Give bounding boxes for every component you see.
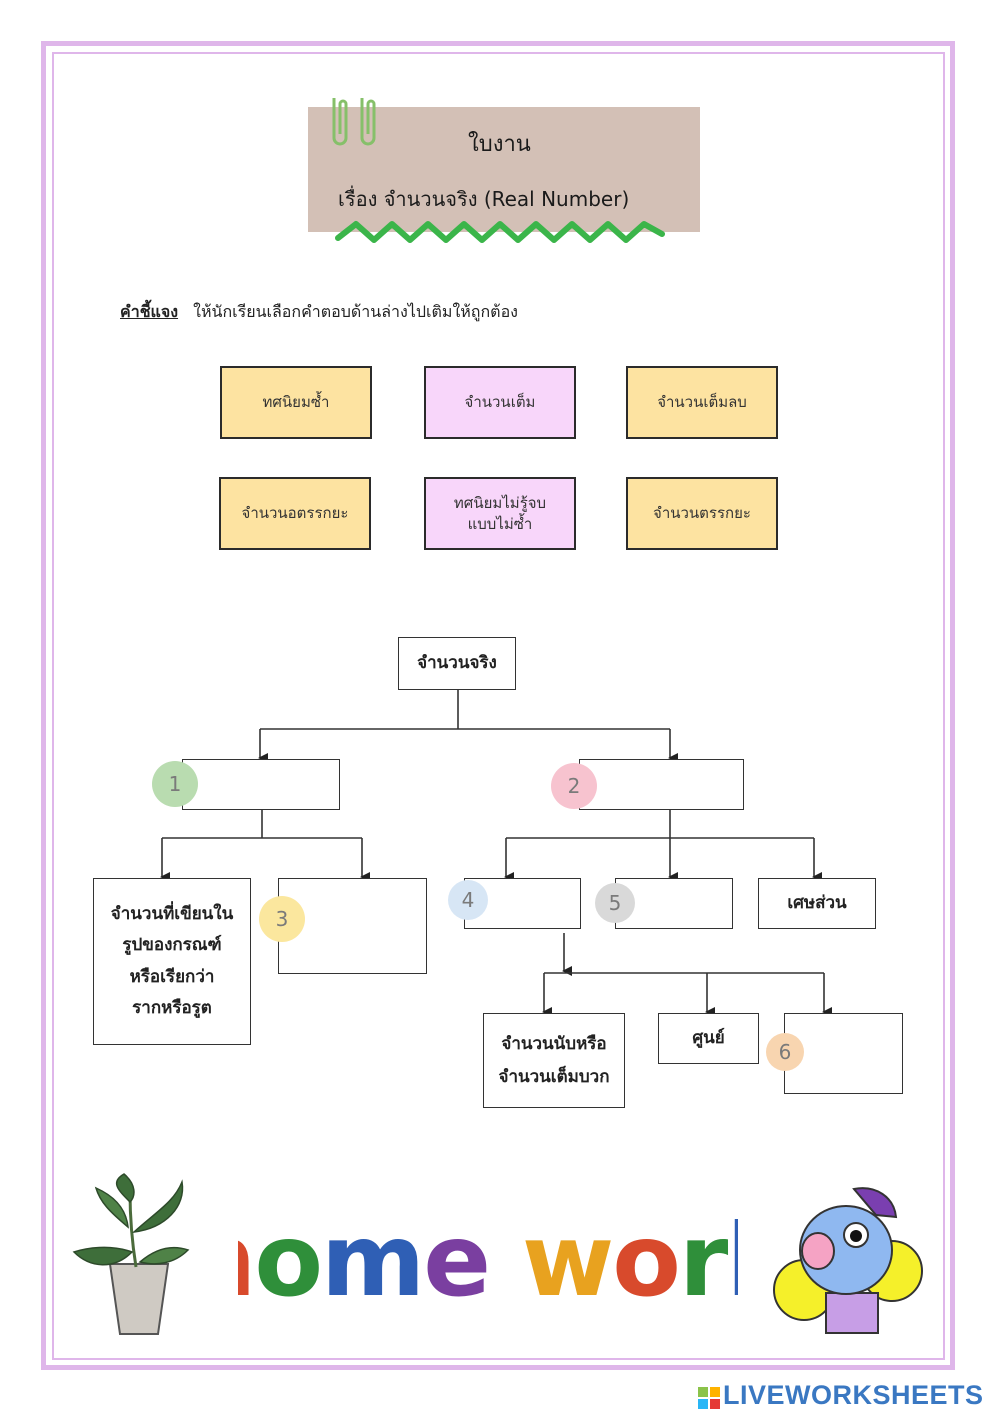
zigzag-underline: [335, 221, 665, 243]
worksheet-title: ใบงาน: [468, 132, 531, 157]
option-irrational[interactable]: จำนวนอตรรกยะ: [219, 477, 371, 550]
instruction-label: คำชี้แจง: [120, 302, 179, 321]
paperclip-icon: [332, 98, 376, 146]
option-label: ทศนิยมไม่รู้จบ แบบไม่ซ้ำ: [453, 494, 547, 533]
page-border-inner: [52, 52, 945, 1360]
badge-1: 1: [152, 761, 198, 807]
page-border-outer: [41, 41, 955, 1370]
badge-2: 2: [551, 763, 597, 809]
given-root-definition: จำนวนที่เขียนใน รูปของกรณฑ์ หรือเรียกว่า…: [93, 878, 251, 1045]
badge-4: 4: [448, 880, 488, 920]
given-zero: ศูนย์: [658, 1013, 759, 1064]
badge-6: 6: [766, 1033, 804, 1071]
given-fraction: เศษส่วน: [758, 878, 876, 929]
instruction: คำชี้แจง ให้นักเรียนเลือกคำตอบด้านล่างไป…: [120, 300, 518, 325]
badge-3: 3: [259, 896, 305, 942]
worksheet-subtitle: เรื่อง จำนวนจริง (Real Number): [338, 187, 630, 211]
root-real-number: จำนวนจริง: [398, 637, 516, 690]
option-label: จำนวนอตรรกยะ: [241, 504, 349, 523]
option-label: จำนวนตรรกยะ: [653, 504, 751, 523]
logo-mark-icon: [698, 1385, 720, 1409]
liveworksheets-logo: LIVEWORKSHEETS: [698, 1380, 984, 1411]
option-repeating-decimal[interactable]: ทศนิยมซ้ำ: [220, 366, 372, 439]
option-label: ทศนิยมซ้ำ: [262, 393, 330, 412]
option-label: จำนวนเต็มลบ: [657, 393, 747, 412]
option-rational[interactable]: จำนวนตรรกยะ: [626, 477, 778, 550]
badge-5: 5: [595, 883, 635, 923]
answer-box-1[interactable]: [182, 759, 340, 810]
potted-plant-illustration: [72, 1173, 190, 1335]
given-natural-number: จำนวนนับหรือ จำนวนเต็มบวก: [483, 1013, 625, 1108]
option-negative-integer[interactable]: จำนวนเต็มลบ: [626, 366, 778, 439]
option-label: จำนวนเต็ม: [464, 393, 536, 412]
mang-character-icon: [773, 1187, 923, 1334]
answer-box-2[interactable]: [579, 759, 744, 810]
option-nonrepeating-decimal[interactable]: ทศนิยมไม่รู้จบ แบบไม่ซ้ำ: [424, 477, 576, 550]
banner-text: home work: [238, 1202, 738, 1319]
homework-banner: home work: [238, 1202, 738, 1319]
instruction-text: ให้นักเรียนเลือกคำตอบด้านล่างไปเติมให้ถู…: [193, 302, 518, 321]
option-integer[interactable]: จำนวนเต็ม: [424, 366, 576, 439]
logo-text: LIVEWORKSHEETS: [723, 1380, 984, 1410]
